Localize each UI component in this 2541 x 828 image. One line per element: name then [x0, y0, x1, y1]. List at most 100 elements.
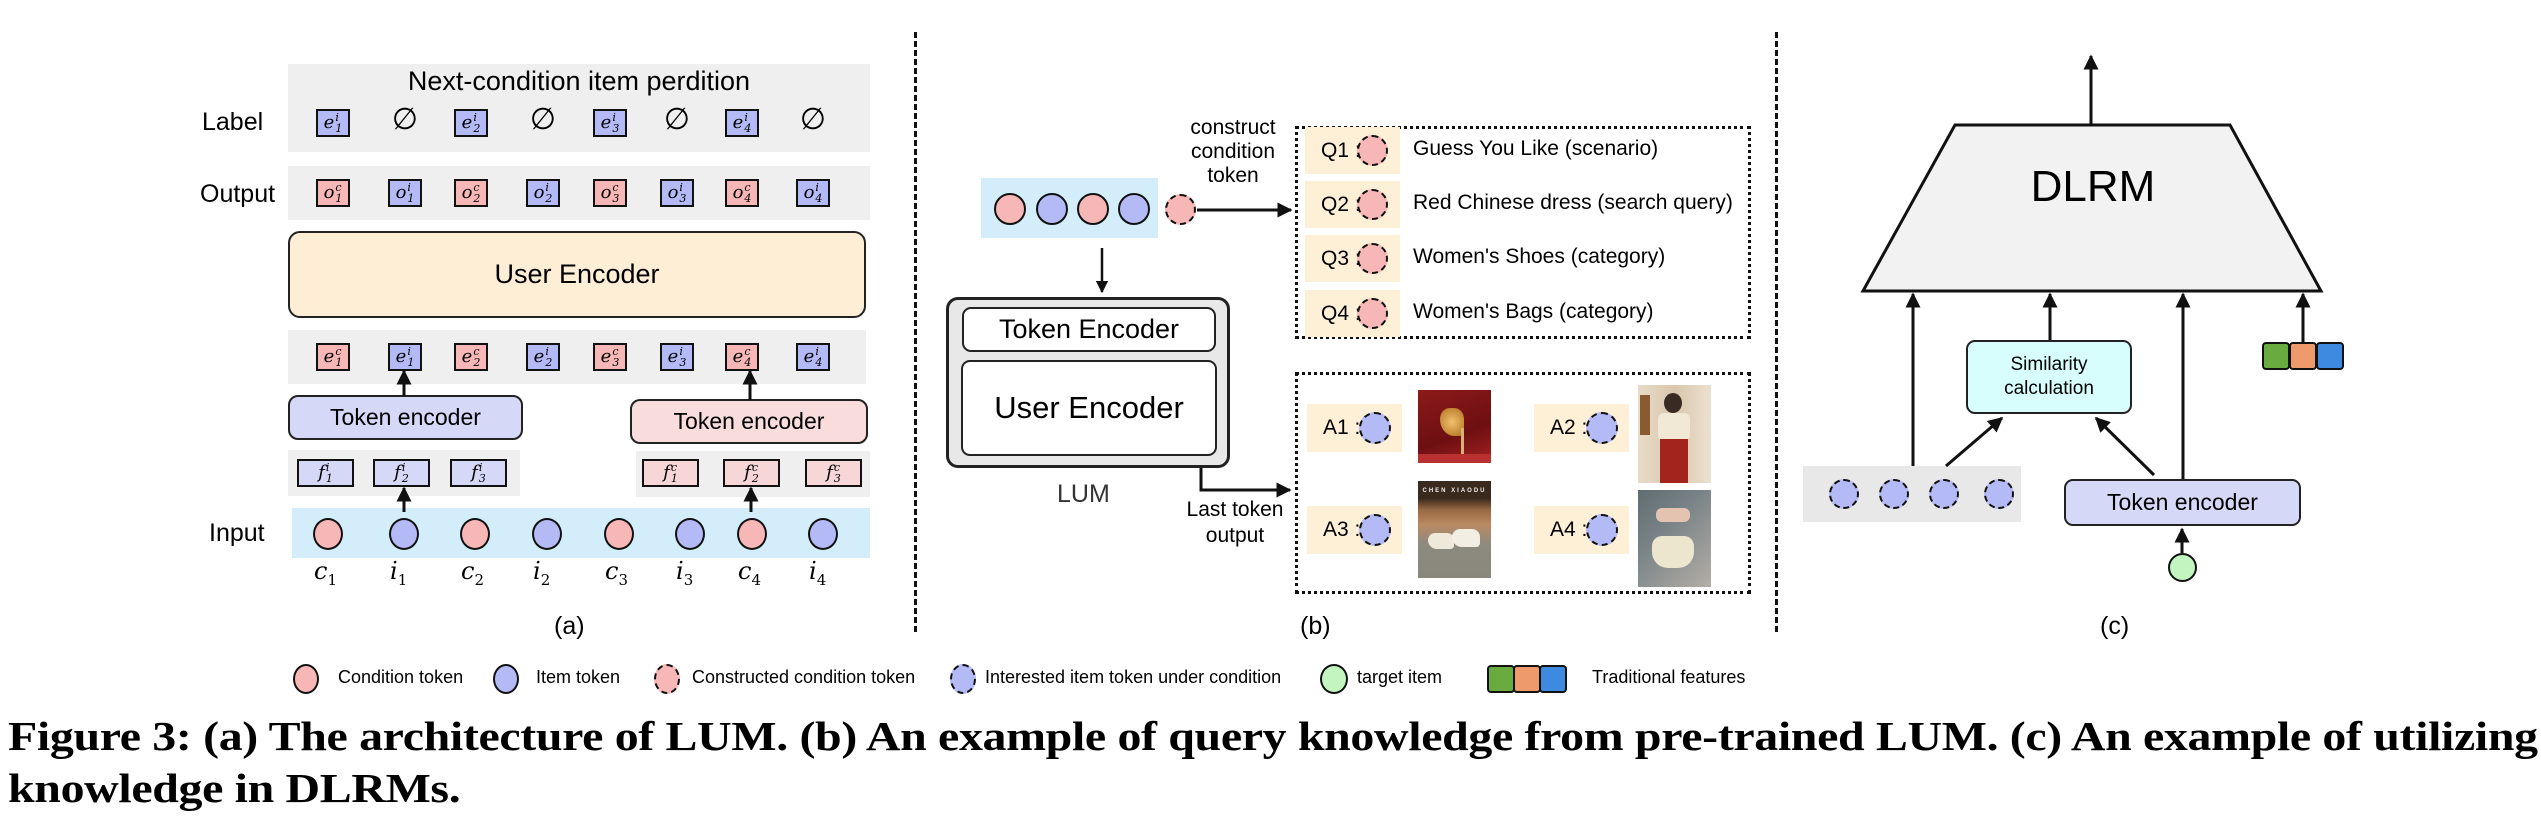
query-id: Q2 : [1321, 192, 1361, 216]
lum-user-encoder-label: User Encoder [994, 390, 1184, 425]
feature-square-green [2262, 342, 2290, 370]
lum-token-encoder-label: Token Encoder [998, 314, 1180, 344]
constructed-condition-token-icon [1357, 135, 1388, 166]
red-chinese-dress-product-image [1638, 385, 1711, 483]
query-text: Red Chinese dress (search query) [1413, 191, 1733, 214]
constructed-condition-token-icon [654, 664, 680, 694]
legend-label-constructed: Constructed condition token [692, 667, 916, 687]
traditional-features-icon [1513, 665, 1541, 693]
construct-condition-token-label: construct condition token [1178, 116, 1288, 188]
item-token-icon [808, 518, 838, 550]
panel-c-label: (c) [2100, 612, 2130, 640]
condition-token-encoder-label: Token encoder [673, 408, 825, 434]
query-id: Q4 : [1321, 301, 1361, 325]
empty-label-symbol: ∅ [799, 102, 827, 137]
condition-token-icon [604, 518, 634, 550]
legend-label-condition: Condition token [338, 667, 464, 687]
last-token-line-1: Last token [1186, 498, 1284, 521]
legend-label-interested: Interested item token under condition [985, 667, 1282, 687]
lum-user-encoder-box: User Encoder [961, 360, 1217, 456]
input-token-label: c4 [738, 557, 761, 589]
mirror-frame [1640, 395, 1650, 435]
similarity-calculation-box: Similarity calculation [1966, 340, 2132, 414]
query-text: Women's Bags (category) [1413, 300, 1654, 323]
interested-item-token-icon [1359, 412, 1391, 444]
constructed-condition-token-icon [1357, 243, 1388, 274]
input-token-label: i4 [809, 557, 827, 589]
interested-item-token-icon [1359, 514, 1391, 546]
condition-token-icon [1077, 193, 1109, 225]
traditional-features-icon [1539, 665, 1567, 693]
user-encoder-label: User Encoder [494, 259, 660, 289]
input-token-label: c1 [314, 557, 337, 589]
image-footer-strip [1418, 454, 1491, 463]
lum-token-encoder-box: Token Encoder [962, 307, 1216, 352]
feature-square-blue [2316, 342, 2344, 370]
answer-id: A4 : [1550, 518, 1588, 541]
c-token-encoder-box: Token encoder [2064, 479, 2301, 526]
model-skirt [1660, 439, 1688, 483]
red-jewelry-hairpin-product-image [1418, 390, 1491, 463]
legend-label-target: target item [1357, 667, 1443, 687]
target-item-icon [1320, 664, 1348, 694]
query-box [1295, 126, 1751, 339]
item-token-icon [1036, 193, 1068, 225]
hands [1656, 508, 1690, 522]
divider-b-c [1775, 32, 1778, 632]
hairpin-stick [1461, 428, 1464, 454]
answer-id: A2 : [1550, 416, 1588, 439]
caption-line-2: knowledge in DLRMs. [8, 765, 461, 811]
item-token-icon [1118, 193, 1150, 225]
last-token-output-label: Last token output [1170, 497, 1300, 549]
query-id: Q3 : [1321, 246, 1361, 270]
input-token-label: i1 [390, 557, 408, 589]
similarity-label-line-2: calculation [2004, 378, 2094, 399]
item-token-icon [389, 518, 419, 550]
constructed-condition-token-icon [1357, 298, 1388, 329]
interested-item-token-icon [1879, 479, 1909, 509]
c-token-encoder-label: Token encoder [2107, 489, 2258, 515]
last-token-line-2: output [1205, 524, 1265, 547]
arrow-encoder-to-similarity [2094, 416, 2156, 477]
model-head [1664, 393, 1682, 413]
shoe-right [1452, 529, 1480, 547]
empty-label-symbol: ∅ [529, 102, 557, 137]
condition-token-icon [293, 664, 319, 694]
shoe-brand-text: CHEN XIAODU [1422, 488, 1487, 494]
input-token-label: c2 [461, 557, 484, 589]
construct-label-line-2: condition [1190, 140, 1276, 163]
bag-body [1652, 536, 1694, 568]
item-token-icon [493, 664, 519, 694]
answer-id: A3 : [1323, 518, 1361, 541]
legend-label-traditional: Traditional features [1592, 667, 1746, 687]
white-womens-shoes-product-image: CHEN XIAODU [1418, 481, 1491, 578]
interested-item-token-icon [1984, 479, 2014, 509]
query-label-q3: Q3 : [1305, 235, 1400, 282]
condition-token-icon [994, 193, 1026, 225]
condition-token-icon [313, 518, 343, 550]
row-label-label: Label [202, 108, 264, 136]
legend-label-item: Item token [536, 667, 621, 687]
lum-label: LUM [1057, 480, 1110, 508]
target-item-icon [2168, 553, 2197, 582]
similarity-label-line-1: Similarity [2010, 354, 2088, 375]
output-row-band [288, 166, 870, 220]
empty-label-symbol: ∅ [663, 102, 691, 137]
label-row-band [288, 64, 870, 152]
user-encoder-box: User Encoder [288, 231, 866, 318]
